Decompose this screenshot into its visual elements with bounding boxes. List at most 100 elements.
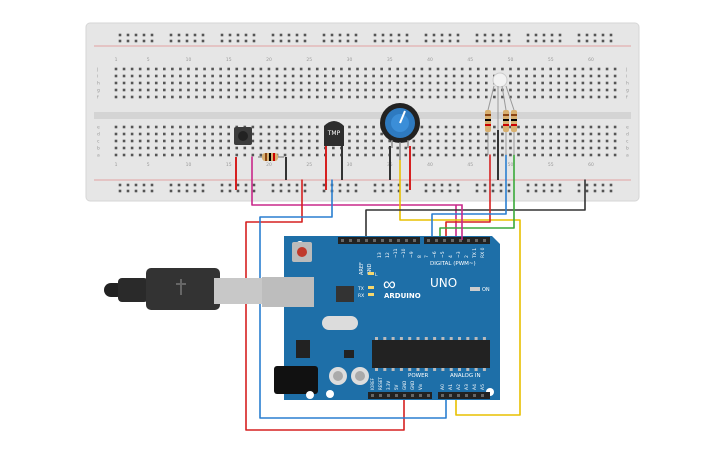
row-letter: f xyxy=(626,95,628,101)
column-number: 60 xyxy=(588,162,594,168)
digital-label: DIGITAL (PWM~) xyxy=(430,261,476,267)
l-led-label: L xyxy=(375,272,378,278)
row-letter: g xyxy=(97,89,100,94)
digital-pin-label: ~6 xyxy=(432,251,438,258)
wire-green-rgb[interactable] xyxy=(439,154,515,241)
analog-pin-label: A4 xyxy=(472,384,478,390)
rgb-led[interactable] xyxy=(487,72,515,130)
analog-pin-label: A3 xyxy=(464,384,470,390)
header-power xyxy=(368,392,432,399)
column-number: 30 xyxy=(347,57,353,63)
power-jack xyxy=(274,366,318,394)
digital-pin-label: ~10 xyxy=(401,248,407,258)
digital-pin-label: 2 xyxy=(464,255,470,258)
aref-label: AREF xyxy=(359,262,365,275)
column-number: 50 xyxy=(508,57,514,63)
usb-port xyxy=(262,277,314,307)
digital-pin-label: ~9 xyxy=(409,251,415,258)
digital-pin-label: ~5 xyxy=(440,251,446,258)
column-number: 50 xyxy=(508,162,514,168)
row-letter: h xyxy=(97,81,100,87)
power-pin-label: RESET xyxy=(378,377,383,390)
digital-pin-label: ~11 xyxy=(393,248,399,258)
column-number: 15 xyxy=(226,162,232,168)
wire-blue-sensor[interactable] xyxy=(259,179,447,419)
resistor xyxy=(258,153,284,161)
analog-pin-label: A1 xyxy=(448,384,454,390)
column-number: 30 xyxy=(347,162,353,168)
row-letter: i xyxy=(626,74,627,80)
usb-icon xyxy=(176,279,186,295)
row-letter: a xyxy=(626,154,629,159)
column-number: 25 xyxy=(306,162,312,168)
arduino-brand: ARDUINO xyxy=(384,292,421,300)
wire-red-rgb[interactable] xyxy=(445,154,491,241)
wire-blue-rgb[interactable] xyxy=(431,154,507,241)
digital-pin-label: 12 xyxy=(385,252,391,258)
column-number: 45 xyxy=(467,57,473,63)
row-letter: a xyxy=(97,154,100,159)
row-letter: b xyxy=(626,146,629,152)
column-number: 55 xyxy=(548,57,554,63)
sensor-label: TMP xyxy=(327,130,341,137)
row-letter: g xyxy=(626,89,629,94)
column-number: 20 xyxy=(266,162,272,168)
column-number: 15 xyxy=(226,57,232,63)
arduino-logo-icon: ∞ xyxy=(383,274,396,294)
header-digital-right xyxy=(424,237,490,244)
column-number: 1 xyxy=(115,162,118,168)
power-label: POWER xyxy=(408,373,429,379)
column-number: 55 xyxy=(548,162,554,168)
column-number: 5 xyxy=(147,57,150,63)
power-pin-label: GND xyxy=(402,381,407,390)
digital-pin-label: RX 0 xyxy=(480,247,486,258)
digital-pin-label: 13 xyxy=(377,252,383,258)
row-letter: b xyxy=(97,146,100,152)
row-letter: c xyxy=(626,140,629,145)
digital-pin-label: 4 xyxy=(448,255,454,258)
column-number: 35 xyxy=(387,57,393,63)
power-pin-label: GND xyxy=(410,381,415,390)
uno-label: UNO xyxy=(430,276,457,290)
column-number: 5 xyxy=(147,162,150,168)
column-number: 40 xyxy=(427,162,433,168)
power-pin-label: 3.3V xyxy=(386,381,391,390)
wire-black-gnd[interactable] xyxy=(365,179,586,241)
column-number: 1 xyxy=(115,57,118,63)
digital-pin-label: TX 1 xyxy=(472,248,478,259)
digital-pin-label: ~3 xyxy=(456,251,462,258)
microcontroller-chip xyxy=(372,340,490,368)
analog-pin-label: A0 xyxy=(440,384,446,390)
temperature-sensor[interactable]: TMP xyxy=(324,121,344,146)
row-letter: d xyxy=(97,132,100,138)
row-letter: d xyxy=(626,132,629,138)
column-number: 10 xyxy=(186,57,192,63)
power-pin-label: IOREF xyxy=(370,377,375,390)
header-digital-left xyxy=(338,237,420,244)
row-letter: j xyxy=(625,67,627,73)
row-letter: e xyxy=(97,126,100,131)
row-letter: c xyxy=(97,140,100,145)
wire-magenta-top[interactable] xyxy=(456,204,463,240)
analog-pin-label: A5 xyxy=(480,384,486,390)
rx-label: RX xyxy=(358,293,364,299)
wire-red-power[interactable] xyxy=(245,179,405,431)
column-number: 40 xyxy=(427,57,433,63)
on-label: ON xyxy=(482,287,490,293)
analog-pin-label: A2 xyxy=(456,384,462,390)
row-letter: f xyxy=(97,95,99,101)
column-number: 60 xyxy=(588,57,594,63)
column-number: 10 xyxy=(186,162,192,168)
power-pin-label: Vin xyxy=(418,383,423,390)
column-number: 20 xyxy=(266,57,272,63)
analog-in-label: ANALOG IN xyxy=(450,373,481,379)
rgb-resistors xyxy=(485,110,517,155)
potentiometer[interactable] xyxy=(380,103,420,160)
power-pin-label: 5V xyxy=(394,384,399,390)
usb-cable[interactable] xyxy=(104,268,264,310)
push-button[interactable] xyxy=(234,127,252,145)
column-number: 45 xyxy=(467,162,473,168)
digital-pin-label: 7 xyxy=(424,255,430,258)
